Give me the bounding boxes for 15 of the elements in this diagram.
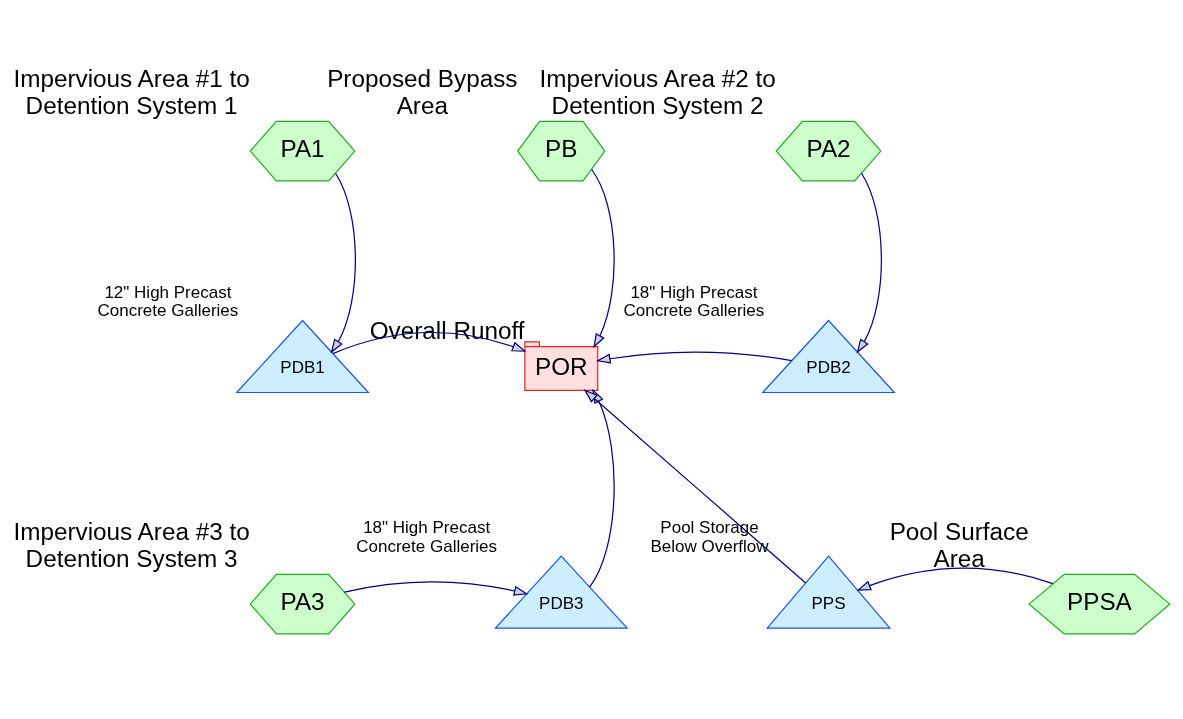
node-label: Impervious Area #2 to Detention System 2 [539, 64, 776, 119]
node-label: Impervious Area #1 to Detention System 1 [13, 64, 250, 119]
arrow [332, 331, 527, 354]
node-label: Impervious Area #3 to Detention System 3 [13, 517, 250, 572]
node-label: 12" High Precast Concrete Galleries [97, 282, 239, 320]
arrow [591, 168, 615, 348]
node-label: Pool Surface Area [889, 517, 1029, 572]
node-label: 18" High Precast Concrete Galleries [356, 517, 498, 556]
arrow [596, 351, 793, 364]
arrow [856, 567, 1054, 591]
arrow [856, 172, 882, 353]
arrow [343, 580, 529, 596]
node-label: 18" High Precast Concrete Galleries [623, 282, 765, 320]
node-label: Proposed Bypass Area [327, 64, 518, 119]
arrow [330, 172, 356, 353]
